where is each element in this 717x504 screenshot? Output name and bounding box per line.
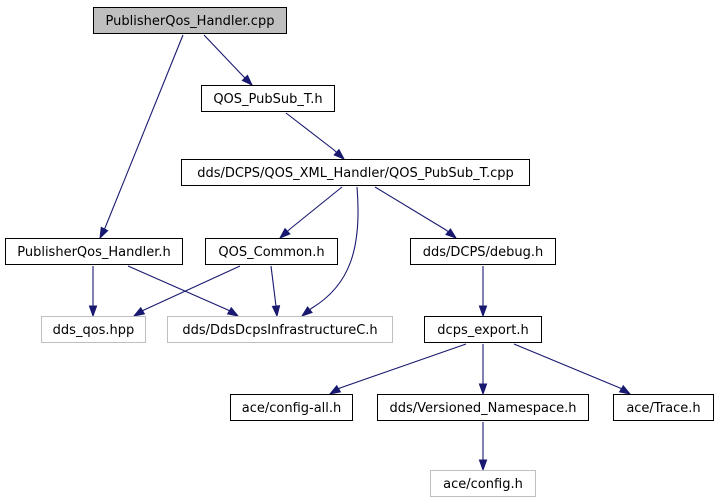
node-label: QOS_PubSub_T.h <box>213 92 322 107</box>
edge-arrowhead <box>88 305 98 318</box>
edge-n0-n3 <box>99 34 184 240</box>
node-n5[interactable]: dds/DCPS/debug.h <box>410 238 556 265</box>
edge-n8-n11 <box>513 343 632 395</box>
node-box <box>613 394 714 421</box>
edge-line <box>279 186 343 239</box>
edge-arrowhead <box>300 306 313 317</box>
edge-arrowhead <box>478 383 488 396</box>
node-box <box>424 316 542 343</box>
node-n7: dds/DdsDcpsInfrastructureC.h <box>167 316 393 343</box>
edge-arrowhead <box>328 384 342 395</box>
node-box <box>410 238 556 265</box>
node-box <box>430 470 536 497</box>
edge-n3-n7 <box>127 265 240 317</box>
edge-n8-n10 <box>478 344 488 396</box>
node-label: dds_qos.hpp <box>53 323 135 338</box>
edge-n5-n8 <box>478 266 488 318</box>
node-label: PublisherQos_Handler.cpp <box>106 14 275 29</box>
edges-layer <box>88 34 632 472</box>
node-box <box>41 316 146 343</box>
edge-n3-n6 <box>88 266 98 318</box>
edge-n1-n2 <box>285 112 346 160</box>
edge-n2-n4 <box>278 186 343 239</box>
node-n12: ace/config.h <box>430 470 536 497</box>
edge-line <box>127 265 239 317</box>
edge-n2-n7 <box>300 186 359 317</box>
edge-n10-n12 <box>478 422 488 472</box>
node-label: dds/Versioned_Namespace.h <box>389 401 576 416</box>
node-n6: dds_qos.hpp <box>41 316 146 343</box>
node-n9[interactable]: ace/config-all.h <box>230 394 353 421</box>
edge-n4-n7 <box>270 265 281 318</box>
node-label: ace/Trace.h <box>626 401 700 416</box>
edge-n8-n9 <box>328 343 467 395</box>
node-box <box>377 394 589 421</box>
node-n11[interactable]: ace/Trace.h <box>613 394 714 421</box>
node-label: dcps_export.h <box>437 323 528 338</box>
edge-line <box>285 112 345 160</box>
node-box <box>201 85 335 112</box>
edge-arrowhead <box>132 306 146 317</box>
node-box <box>205 238 338 265</box>
node-box <box>5 238 183 265</box>
edge-line <box>374 186 457 239</box>
node-box <box>167 316 393 343</box>
node-n10[interactable]: dds/Versioned_Namespace.h <box>377 394 589 421</box>
edge-line <box>513 343 631 395</box>
node-box <box>93 7 287 34</box>
edge-n2-n5 <box>374 186 458 239</box>
edge-arrowhead <box>478 459 488 472</box>
node-label: dds/DCPS/QOS_XML_Handler/QOS_PubSub_T.cp… <box>197 166 514 181</box>
edge-line <box>99 34 184 239</box>
node-box <box>181 159 530 186</box>
edge-line <box>301 186 359 317</box>
edge-arrowhead <box>445 228 458 239</box>
node-label: QOS_Common.h <box>218 245 324 260</box>
edge-arrowhead <box>99 226 109 240</box>
node-n0[interactable]: PublisherQos_Handler.cpp <box>93 7 287 34</box>
node-label: ace/config.h <box>443 477 523 492</box>
node-n3[interactable]: PublisherQos_Handler.h <box>5 238 183 265</box>
node-box <box>230 394 353 421</box>
node-n2[interactable]: dds/DCPS/QOS_XML_Handler/QOS_PubSub_T.cp… <box>181 159 530 186</box>
node-label: PublisherQos_Handler.h <box>17 245 171 260</box>
edge-arrowhead <box>478 305 488 318</box>
node-label: ace/config-all.h <box>242 401 342 416</box>
edge-arrowhead <box>278 227 291 239</box>
edge-arrowhead <box>271 305 281 318</box>
node-label: dds/DdsDcpsInfrastructureC.h <box>182 323 377 338</box>
edge-n4-n6 <box>132 265 241 317</box>
node-label: dds/DCPS/debug.h <box>423 245 544 260</box>
edge-arrowhead <box>333 148 346 160</box>
nodes-layer: PublisherQos_Handler.cppQOS_PubSub_T.hdd… <box>5 7 714 497</box>
edge-line <box>329 343 467 395</box>
edge-arrowhead <box>226 306 240 317</box>
node-n8[interactable]: dcps_export.h <box>424 316 542 343</box>
edge-arrowhead <box>618 384 632 395</box>
node-n1[interactable]: QOS_PubSub_T.h <box>201 85 335 112</box>
node-n4[interactable]: QOS_Common.h <box>205 238 338 265</box>
edge-arrowhead <box>241 74 254 87</box>
edge-n0-n1 <box>203 34 254 87</box>
